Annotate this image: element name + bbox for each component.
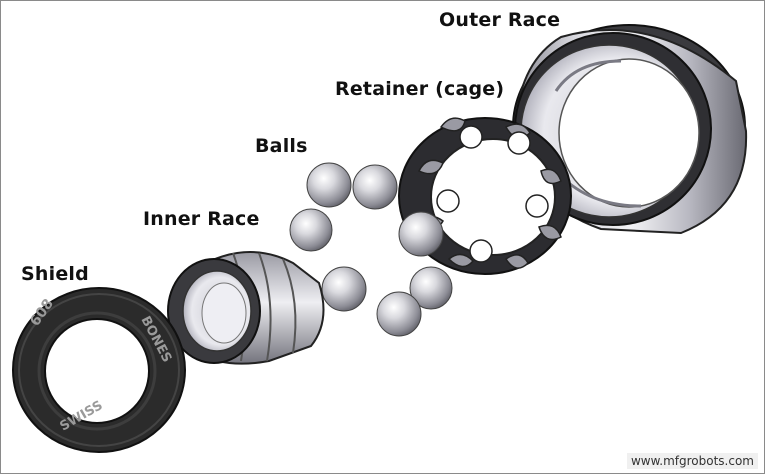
ball [376,291,422,337]
outer-race-label: Outer Race [439,9,561,31]
ball [398,211,444,257]
balls-label: Balls [255,135,308,157]
inner-race [167,251,325,365]
balls [289,162,453,337]
watermark: www.mfgrobots.com [626,453,758,469]
retainer-label: Retainer (cage) [335,78,505,100]
ball [352,164,398,210]
ball [306,162,352,208]
ball [321,266,367,312]
ball [409,266,453,310]
shield: 608 BONES SWISS [12,287,186,453]
ball [289,208,333,252]
shield-label: Shield [21,263,89,285]
inner-race-label: Inner Race [143,208,260,230]
